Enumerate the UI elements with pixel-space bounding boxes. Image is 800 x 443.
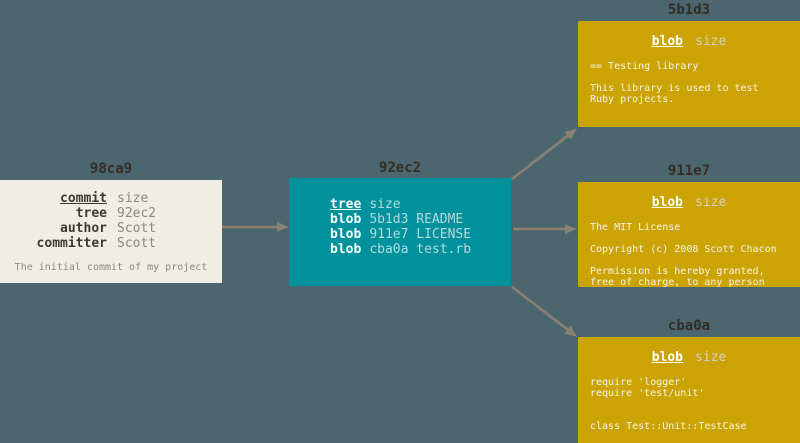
blob-content: == Testing library This library is used … [590, 61, 759, 105]
arrow-tree-to-blob-cba0a [511, 285, 578, 337]
commit-field-row: committer Scott [0, 236, 222, 251]
object-type: blob [651, 34, 683, 49]
commit-object-box: commit size tree 92ec2 author Scott comm… [0, 180, 222, 283]
blob-object-box-5b1d3: blob size == Testing library This library… [578, 21, 800, 127]
entry-value: cba0a test.rb [369, 242, 472, 257]
size-label: size [695, 34, 727, 49]
blob-object-box-911e7: blob size The MIT License Copyright (c) 2… [578, 182, 800, 288]
commit-field-row: author Scott [0, 221, 222, 236]
arrow-tree-to-blob-5b1d3 [511, 128, 577, 181]
commit-message: The initial commit of my project [14, 262, 208, 273]
object-type: blob [330, 227, 362, 242]
field-value: size [117, 191, 149, 206]
field-value: Scott [117, 221, 157, 236]
commit-field-row: tree 92ec2 [0, 206, 222, 221]
tree-hash-label: 92ec2 [378, 160, 422, 176]
entry-value: size [369, 197, 401, 212]
field-label: committer [36, 236, 107, 251]
blob-content: require 'logger' require 'test/unit' cla… [590, 377, 747, 432]
blob-object-box-cba0a: blob size require 'logger' require 'test/… [578, 337, 800, 443]
blob-hash-label-cba0a: cba0a [667, 318, 711, 334]
field-label: commit [60, 191, 107, 206]
field-value: Scott [117, 236, 157, 251]
blob-hash-label-5b1d3: 5b1d3 [667, 2, 711, 18]
tree-entries: tree size blob 5b1d3 README blob 911e7 LICE… [289, 178, 511, 257]
object-type: tree [330, 197, 362, 212]
size-label: size [695, 350, 727, 365]
tree-entry-row: blob 5b1d3 README [330, 212, 511, 227]
object-type: blob [651, 195, 683, 210]
tree-object-box: tree size blob 5b1d3 README blob 911e7 LICE… [289, 178, 511, 286]
commit-field-row: commit size [0, 191, 222, 206]
field-label: tree [75, 206, 107, 221]
object-type: blob [651, 350, 683, 365]
field-label: author [60, 221, 107, 236]
blob-header: blob size [578, 337, 800, 365]
size-label: size [695, 195, 727, 210]
field-value: 92ec2 [117, 206, 157, 221]
blob-content: The MIT License Copyright (c) 2008 Scott… [590, 222, 777, 288]
entry-value: 5b1d3 README [369, 212, 464, 227]
commit-hash-label: 98ca9 [89, 161, 133, 177]
blob-header: blob size [578, 21, 800, 49]
entry-value: 911e7 LICENSE [369, 227, 472, 242]
blob-header: blob size [578, 182, 800, 210]
tree-entry-row: tree size [330, 197, 511, 212]
commit-fields: commit size tree 92ec2 author Scott comm… [0, 180, 222, 251]
object-type: blob [330, 212, 362, 227]
tree-entry-row: blob cba0a test.rb [330, 242, 511, 257]
blob-hash-label-911e7: 911e7 [667, 163, 711, 179]
object-type: blob [330, 242, 362, 257]
tree-entry-row: blob 911e7 LICENSE [330, 227, 511, 242]
